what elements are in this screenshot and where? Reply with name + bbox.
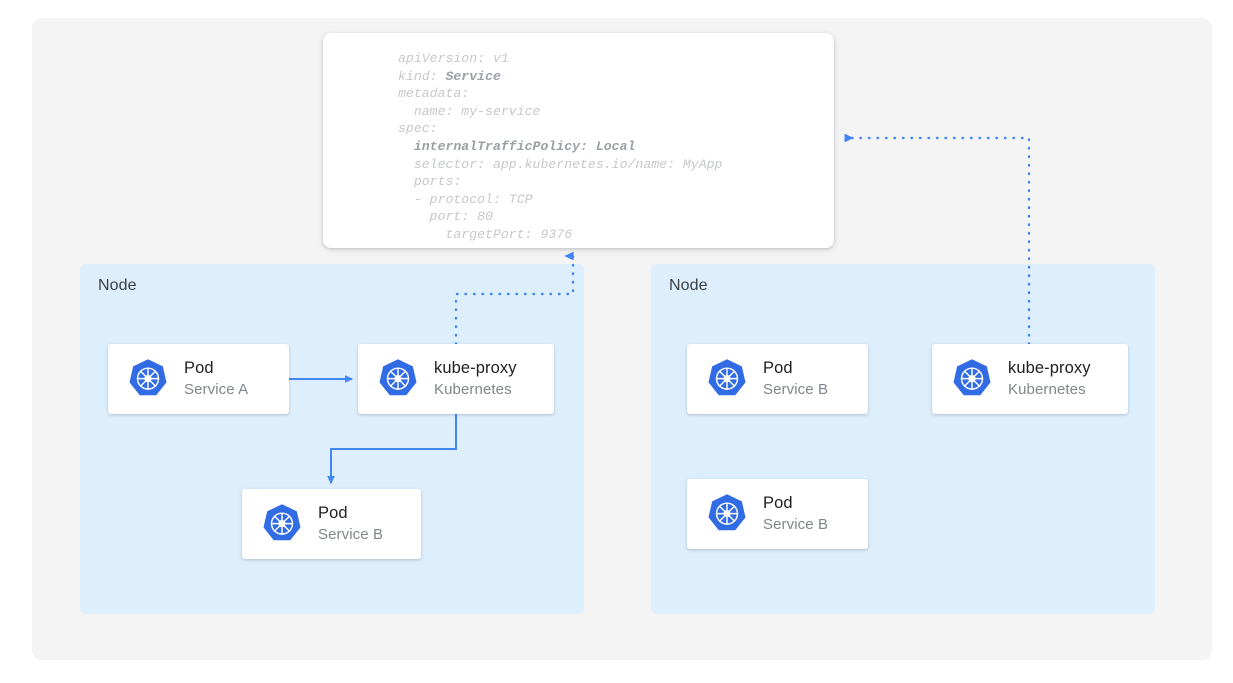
yaml-line-4: spec: <box>398 121 438 137</box>
card-text: kube-proxy Kubernetes <box>434 358 554 400</box>
card-pod-service-b-left[interactable]: Pod Service B <box>242 489 421 559</box>
service-spec-yaml: apiVersion: v1 kind: Service metadata: nam… <box>398 50 722 244</box>
card-subtitle: Kubernetes <box>1008 380 1086 398</box>
card-text: kube-proxy Kubernetes <box>1008 358 1128 400</box>
card-subtitle: Service A <box>184 380 249 398</box>
yaml-line-9: port: 80 <box>398 209 493 225</box>
card-subtitle: Kubernetes <box>434 380 512 398</box>
card-title: kube-proxy <box>1008 359 1091 378</box>
yaml-line-7: ports: <box>398 174 462 190</box>
card-subtitle: Service B <box>763 515 829 533</box>
yaml-line-6: selector: app.kubernetes.io/name: MyApp <box>398 156 723 172</box>
card-pod-service-b-right-bottom[interactable]: Pod Service B <box>687 479 868 549</box>
kubernetes-icon <box>379 359 417 396</box>
card-title: Pod <box>318 504 348 523</box>
yaml-line-1-emphasis: Service <box>445 68 501 84</box>
yaml-line-3: name: my-service <box>398 103 541 119</box>
service-spec-panel: apiVersion: v1 kind: Service metadata: nam… <box>323 33 834 248</box>
kubernetes-icon <box>708 494 746 531</box>
card-text: Pod Service B <box>763 493 868 535</box>
node-label-right: Node <box>669 277 708 294</box>
card-text: Pod Service B <box>318 503 421 545</box>
kubernetes-icon <box>129 359 167 396</box>
kubernetes-icon <box>953 359 991 396</box>
card-title: Pod <box>763 494 793 513</box>
card-text: Pod Service A <box>184 358 289 400</box>
node-label-left: Node <box>98 277 137 294</box>
card-title: kube-proxy <box>434 359 517 378</box>
card-subtitle: Service B <box>763 380 829 398</box>
card-kube-proxy-left[interactable]: kube-proxy Kubernetes <box>358 344 554 414</box>
card-text: Pod Service B <box>763 358 868 400</box>
kubernetes-icon <box>708 359 746 396</box>
yaml-line-1: kind: Service <box>398 68 501 84</box>
card-title: Pod <box>184 359 214 378</box>
yaml-line-8: - protocol: TCP <box>398 191 533 207</box>
card-subtitle: Service B <box>318 525 384 543</box>
yaml-line-5: internalTrafficPolicy: Local <box>398 138 636 154</box>
node-group-left: Node <box>80 264 584 614</box>
yaml-line-10: targetPort: 9376 <box>398 226 573 242</box>
yaml-line-2: metadata: <box>398 86 470 102</box>
card-kube-proxy-right[interactable]: kube-proxy Kubernetes <box>932 344 1128 414</box>
yaml-line-0: apiVersion: v1 <box>398 51 509 66</box>
kubernetes-icon <box>263 504 301 541</box>
node-group-right: Node <box>651 264 1155 614</box>
card-pod-service-a[interactable]: Pod Service A <box>108 344 289 414</box>
card-pod-service-b-right-top[interactable]: Pod Service B <box>687 344 868 414</box>
card-title: Pod <box>763 359 793 378</box>
